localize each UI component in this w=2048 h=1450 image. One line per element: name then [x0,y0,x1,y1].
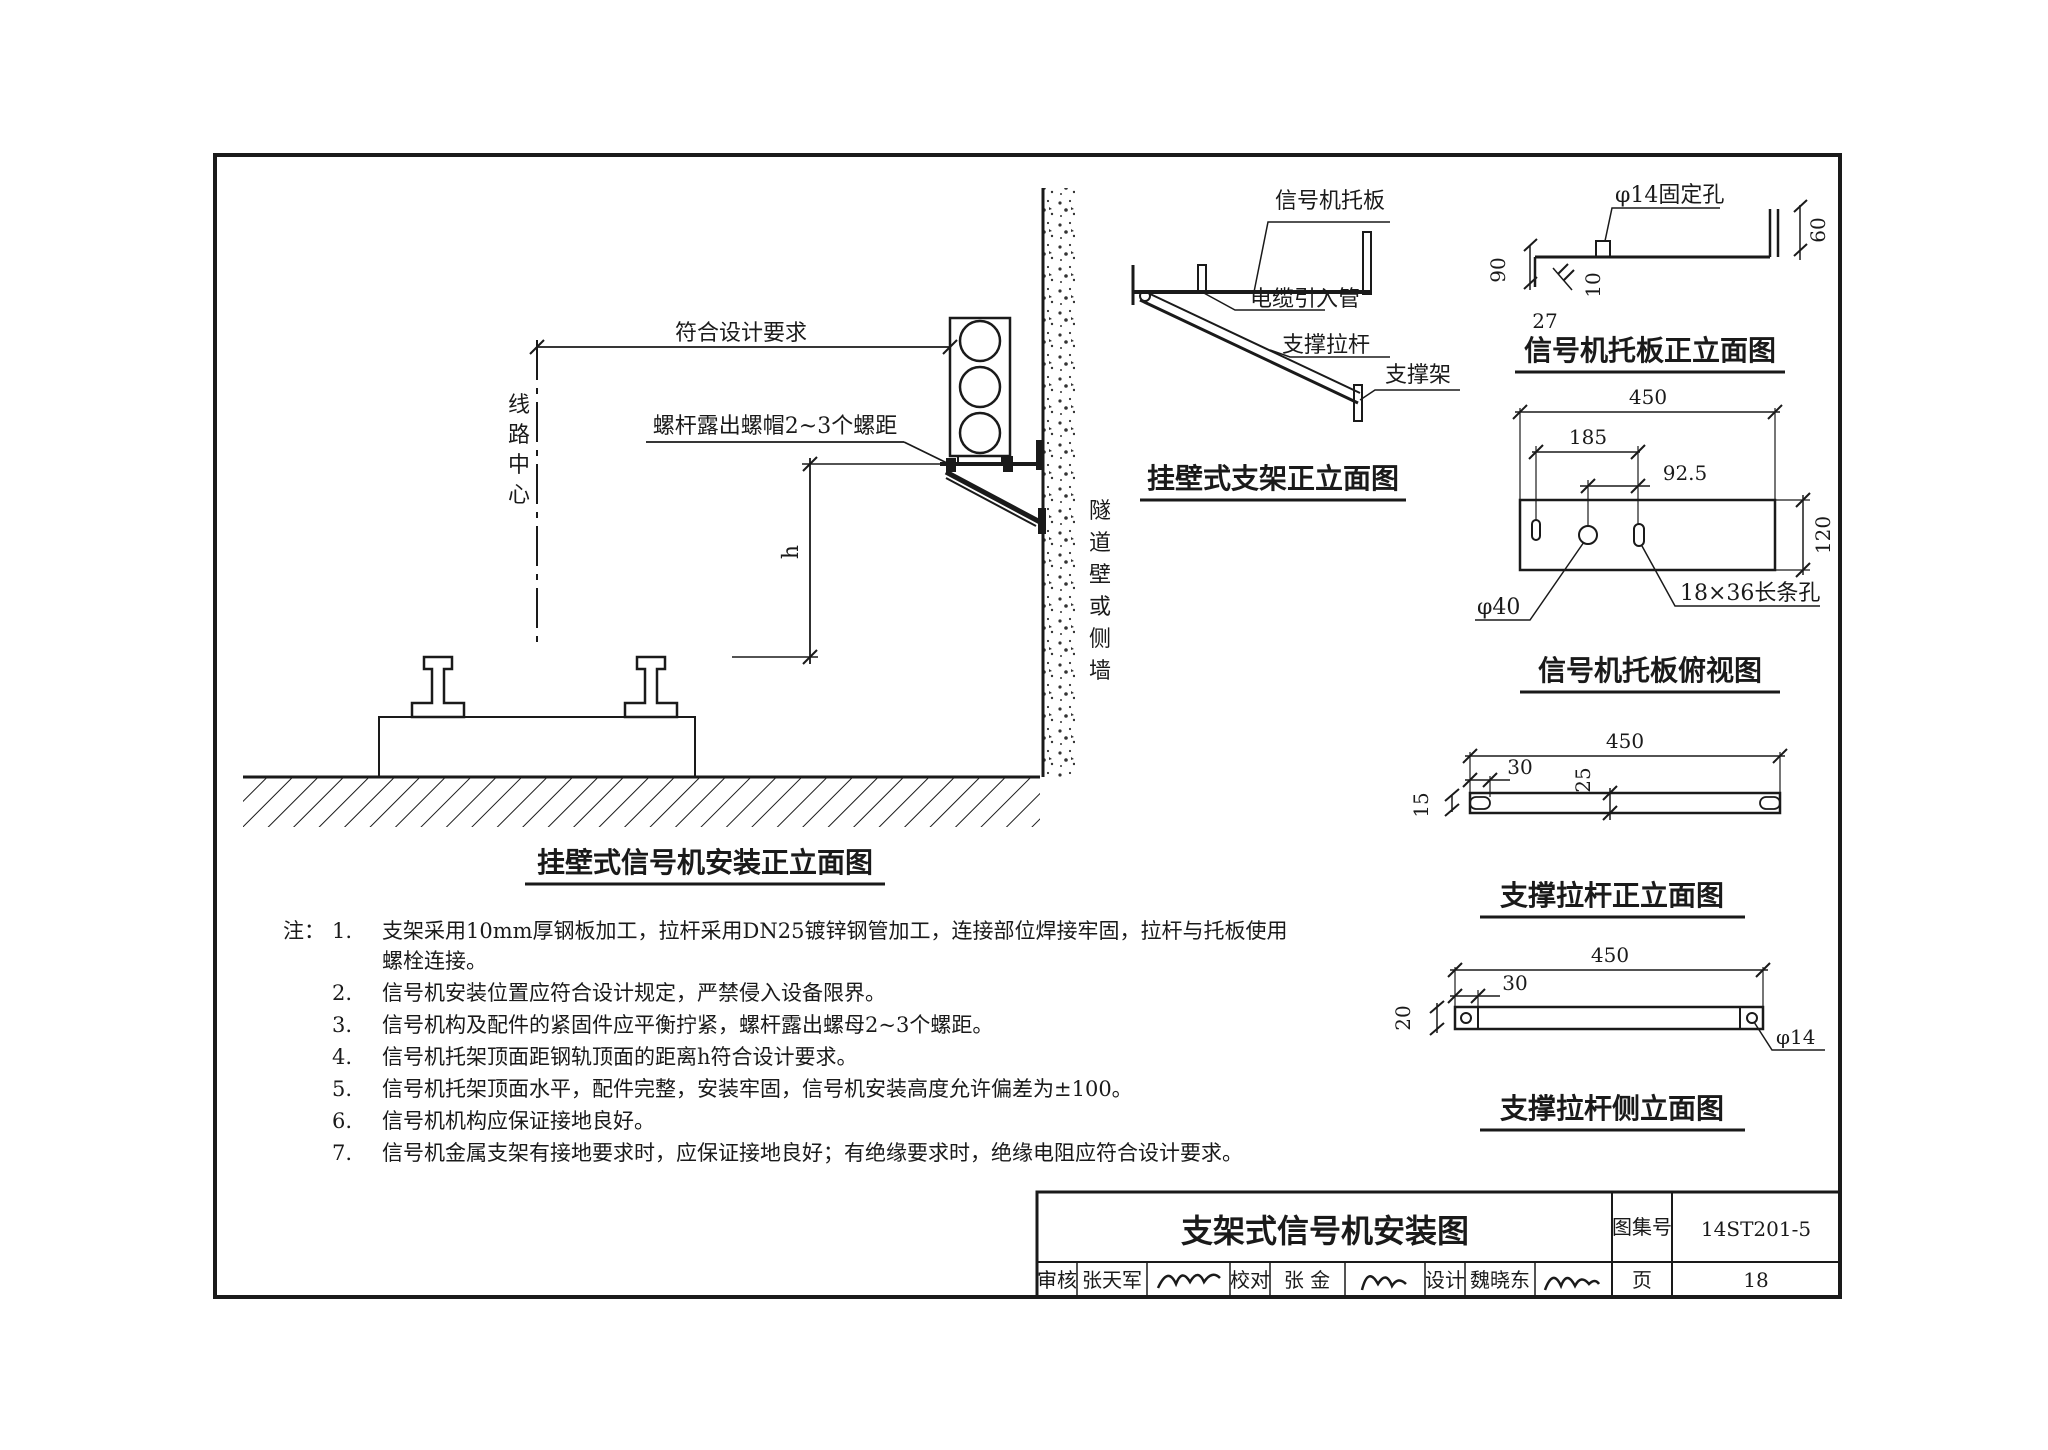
dim-450: 450 [1606,729,1644,753]
bolt-leader [903,441,948,464]
review-label: 审核 [1037,1268,1077,1292]
dim-tick [802,456,818,472]
centerline-char: 线 [508,393,530,418]
tray-plan-view: 450 185 92.5 120 φ40 18×36长条孔 信号机托板俯视图 [1475,385,1835,694]
wall-char: 或 [1089,595,1111,620]
dim-120: 120 [1811,516,1835,554]
checker-signature [1360,1275,1407,1291]
dim-60: 60 [1806,217,1830,242]
rail-right [623,655,679,719]
wall-char: 隧 [1089,499,1111,524]
wall-char: 侧 [1089,627,1111,652]
dim-90: 90 [1486,257,1510,282]
dim-25: 25 [1571,767,1595,792]
note-text: 支架采用10mm厚钢板加工，拉杆采用DN25镀锌钢管加工，连接部位焊接牢固，拉杆… [382,919,1287,943]
sleeper [378,716,696,778]
reviewer-name: 张天军 [1082,1268,1142,1292]
note-num: 5. [332,1077,352,1101]
dim-20: 20 [1391,1005,1415,1030]
main-view: 隧 道 壁 或 侧 墙 线 路 中 心 符合设计要求 [243,188,1111,886]
note-text: 信号机安装位置应符合设计规定，严禁侵入设备限界。 [382,981,886,1005]
note-num: 1. [332,919,352,943]
wall-char: 壁 [1089,563,1111,588]
note-text: 信号机托架顶面距钢轨顶面的距离h符合设计要求。 [382,1045,858,1069]
page-number: 18 [1743,1268,1768,1292]
note-num: 4. [332,1045,352,1069]
wall-char: 墙 [1089,659,1111,684]
rail-left [410,655,466,719]
note-num: 2. [332,981,352,1005]
rod-side-view: 450 30 20 φ14 支撑拉杆侧立面图 [1391,943,1825,1132]
note-num: 3. [332,1013,352,1037]
rod-front-title: 支撑拉杆正立面图 [1500,879,1724,912]
notes: 注： 1. 支架采用10mm厚钢板加工，拉杆采用DN25镀锌钢管加工，连接部位焊… [283,919,1287,1165]
dim-92-5: 92.5 [1663,461,1708,485]
note-text: 信号机构及配件的紧固件应平衡拧紧，螺杆露出螺母2~3个螺距。 [382,1013,993,1037]
centerline-char: 路 [508,423,530,448]
wall-bracket [940,440,1046,534]
tray-plan-title: 信号机托板俯视图 [1538,654,1762,687]
note-text: 螺栓连接。 [382,949,487,973]
title-block: 支架式信号机安装图 图集号 14ST201-5 审核 张天军 校对 张 金 设计… [1035,1190,1842,1299]
atlas-label: 图集号 [1612,1215,1672,1239]
check-label: 校对 [1230,1268,1270,1292]
dim-27: 27 [1532,309,1557,333]
brace-rod-label: 支撑拉杆 [1282,333,1370,358]
slot-label: 18×36长条孔 [1680,581,1820,606]
bracket-view-title: 挂壁式支架正立面图 [1147,462,1399,495]
dim-tick [802,649,818,665]
tunnel-wall [1043,188,1075,777]
designer-signature [1543,1276,1601,1291]
design-req-label: 符合设计要求 [675,321,807,346]
cable-pipe-label: 电缆引入管 [1250,287,1360,312]
note-num: 6. [332,1109,352,1133]
centerline-char: 中 [508,453,530,478]
note-text: 信号机托架顶面水平，配件完整，安装牢固，信号机安装高度允许偏差为±100。 [382,1077,1133,1101]
tray-label: 信号机托板 [1275,189,1385,214]
h-label: h [779,545,804,559]
centerline-label: 线 路 中 心 [508,393,530,508]
dim-450: 450 [1629,385,1667,409]
dim-450: 450 [1591,943,1629,967]
atlas-number: 14ST201-5 [1701,1217,1811,1241]
reviewer-signature [1156,1273,1221,1289]
dim-30: 30 [1507,755,1532,779]
dim-185: 185 [1569,425,1607,449]
dim-tick [529,339,545,355]
support-label: 支撑架 [1385,363,1451,388]
page-label: 页 [1632,1268,1652,1292]
fixing-hole-label: φ14固定孔 [1615,183,1724,208]
phi14-label: φ14 [1776,1025,1815,1049]
drawing-title: 支架式信号机安装图 [1181,1212,1469,1250]
tray-elevation-title: 信号机托板正立面图 [1524,334,1776,367]
design-label: 设计 [1425,1268,1465,1292]
note-text: 信号机机构应保证接地良好。 [382,1109,655,1133]
centerline-char: 心 [508,483,530,508]
main-view-title: 挂壁式信号机安装正立面图 [537,846,873,879]
signal-head [948,316,1012,465]
dim-15: 15 [1409,792,1433,817]
bracket-view: 信号机托板 电缆引入管 支撑拉杆 支撑架 挂壁式支架正立面图 [1131,189,1460,502]
dim-30: 30 [1502,971,1527,995]
notes-prefix: 注： [283,919,325,943]
tray-elevation-view: φ14固定孔 90 27 10 60 信号机托板正立面图 [1486,183,1830,374]
designer-name: 魏晓东 [1470,1268,1530,1292]
phi40-label: φ40 [1477,595,1520,620]
note-text: 信号机金属支架有接地要求时，应保证接地良好；有绝缘要求时，绝缘电阻应符合设计要求… [382,1141,1243,1165]
bolt-note-label: 螺杆露出螺帽2~3个螺距 [653,414,897,439]
note-num: 7. [332,1141,352,1165]
dim-10: 10 [1581,272,1605,297]
checker-name: 张 金 [1284,1268,1330,1292]
wall-label: 隧 道 壁 或 侧 墙 [1089,499,1111,684]
rod-side-title: 支撑拉杆侧立面图 [1500,1092,1724,1125]
sheet-border [213,153,1842,1299]
wall-char: 道 [1089,531,1111,556]
ground-hatch [243,777,1040,827]
rod-front-view: 450 30 25 15 支撑拉杆正立面图 [1409,729,1788,919]
